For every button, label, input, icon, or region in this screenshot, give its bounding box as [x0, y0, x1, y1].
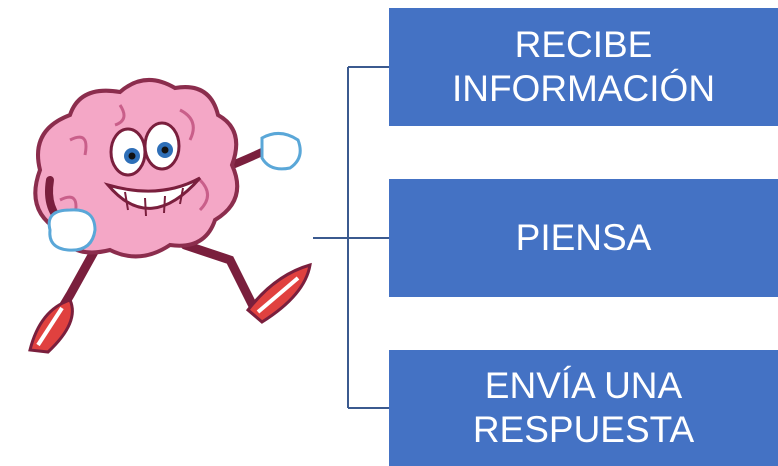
glove-left-icon [47, 208, 97, 252]
box-recibe-informacion: RECIBE INFORMACIÓN [389, 8, 778, 126]
brain-folds [59, 104, 209, 216]
box-piensa-line-1: PIENSA [515, 217, 652, 259]
box-envia-line-2: RESPUESTA [472, 409, 695, 450]
running-brain-illustration [28, 78, 312, 354]
box-piensa: PIENSA [389, 179, 778, 297]
box-envia-line-1: ENVÍA UNA [484, 365, 683, 407]
pupil-left-dot [128, 152, 136, 160]
pupil-right-dot [161, 146, 169, 154]
shoe-right-stripe [256, 276, 300, 314]
smile-icon [103, 176, 202, 210]
glove-right-icon [260, 132, 302, 171]
box-recibe-line-2: INFORMACIÓN [451, 68, 716, 109]
brain-leg-front [180, 240, 260, 315]
shoe-left-stripe [36, 306, 64, 347]
box-piensa-text: PIENSA [516, 216, 652, 260]
teeth [124, 187, 184, 217]
box-recibe-line-1: RECIBE [514, 24, 653, 66]
box-envia-respuesta: ENVÍA UNA RESPUESTA [389, 350, 778, 466]
box-envia-text: ENVÍA UNA RESPUESTA [473, 364, 694, 451]
box-recibe-text: RECIBE INFORMACIÓN [452, 23, 715, 110]
